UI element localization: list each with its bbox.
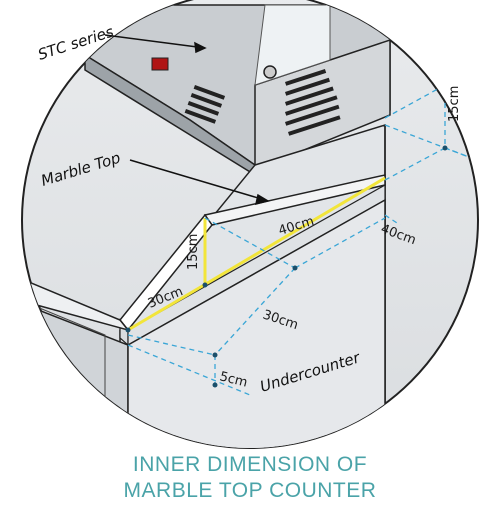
- stc-unit: [83, 4, 391, 177]
- control-switch-icon: [151, 57, 169, 71]
- caption-line-2: MARBLE TOP COUNTER: [123, 479, 377, 502]
- pointer-arrows: [104, 34, 270, 206]
- dimension-markers: [125, 82, 448, 388]
- caption-line-1: INNER DIMENSION OF: [132, 453, 368, 476]
- vent-grille-icon: [184, 69, 341, 136]
- knob-icon: [263, 65, 277, 79]
- dim-5-label: 5cm: [218, 369, 249, 390]
- dim-15-top-label: 15cm: [447, 86, 462, 122]
- dim-15-mid-label: 15cm: [186, 234, 201, 270]
- highlight-edges: [127, 176, 386, 332]
